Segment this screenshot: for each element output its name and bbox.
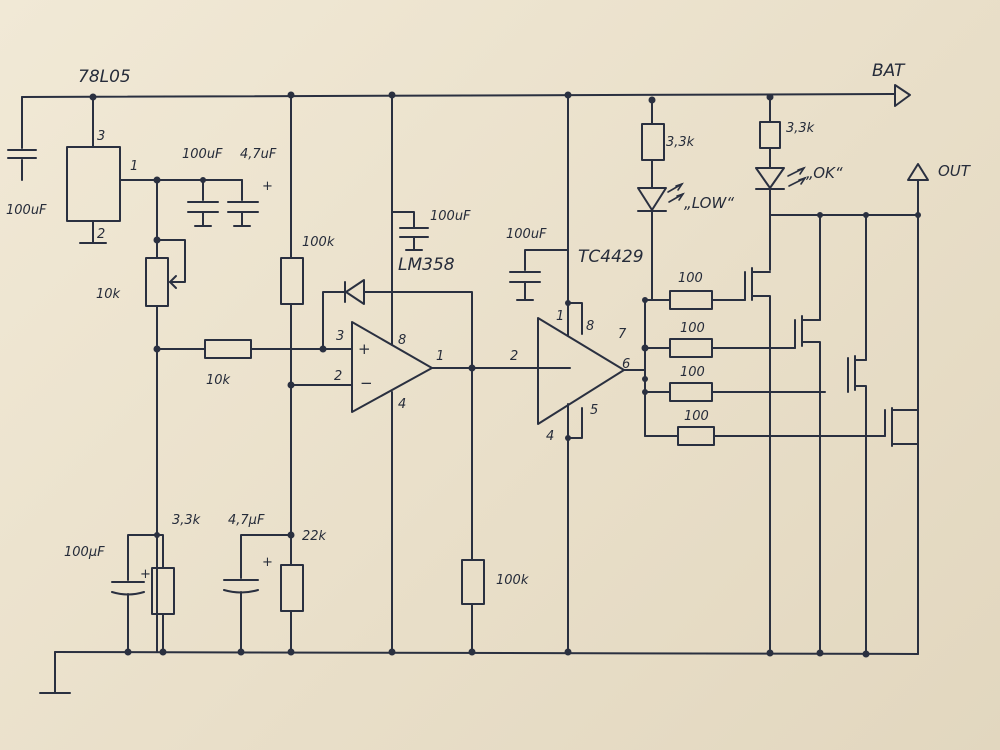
label-driver: TC4429: [578, 247, 644, 267]
junction-bus-2: [641, 344, 649, 352]
junction-opamp-in: [319, 345, 327, 353]
junction-bus-4: [642, 389, 648, 395]
value-r-pd: 100k: [496, 573, 529, 588]
bat-rail: [21, 84, 911, 107]
opamp-lm358: [322, 94, 571, 653]
value-r-g4: 100: [684, 409, 709, 424]
pin-reg-out: 1: [130, 159, 138, 174]
pin-driver-5: 5: [590, 403, 598, 418]
junction-opamp-vcc: [388, 91, 396, 99]
label-led-ok: „OK“: [806, 164, 843, 182]
gate-resistors: [669, 290, 886, 446]
pin-driver-1: 1: [556, 309, 564, 324]
junction-pot-top: [153, 236, 161, 244]
value-c-div-pol: +: [262, 555, 273, 570]
reference-resistor-cap: [111, 532, 175, 653]
junction-out-2: [863, 212, 869, 218]
junction-driver-pin1: [565, 300, 571, 306]
value-r-in: 10k: [206, 373, 231, 388]
label-regulator: 78L05: [78, 67, 131, 87]
junction-opamp-out: [468, 364, 476, 372]
pin-driver-7: 7: [618, 327, 627, 342]
value-c-driver: 100uF: [506, 227, 547, 242]
mosfet-array: [744, 163, 929, 655]
value-r-g1: 100: [678, 271, 703, 286]
junction-led-low: [648, 96, 656, 104]
pin-opamp-gnd: 4: [398, 397, 406, 412]
regulator-capacitors: [187, 177, 259, 227]
value-r-g3: 100: [680, 365, 705, 380]
junction-bus-3: [642, 376, 648, 382]
opamp-minus-sign: −: [360, 374, 373, 392]
input-capacitor: [7, 96, 37, 181]
value-c-in: 100uF: [6, 203, 47, 218]
pin-opamp-noninv: 3: [336, 329, 344, 344]
pin-reg-in: 3: [97, 129, 105, 144]
gate-bus: [644, 299, 679, 437]
ground-rail: [39, 651, 919, 694]
junction-out-3: [915, 212, 921, 218]
pin-opamp-inv: 2: [334, 369, 342, 384]
value-pot: 10k: [96, 287, 121, 302]
value-c-reg2-pol: +: [262, 179, 273, 194]
junction-div-mid: [287, 381, 295, 389]
junction-driver-vdd: [564, 91, 572, 99]
junction-bus-1: [642, 297, 648, 303]
value-c-div: 4,7µF: [228, 513, 265, 528]
driver-tc4429: [509, 94, 646, 653]
value-c-reg2: 4,7uF: [240, 147, 277, 162]
value-r-ref: 3,3k: [172, 513, 201, 528]
opamp-plus-sign: +: [358, 340, 371, 358]
value-r-ok: 3,3k: [786, 121, 815, 136]
junction-out-1: [817, 212, 823, 218]
pin-driver-4: 4: [546, 429, 554, 444]
value-c-ref-pol: +: [140, 567, 151, 582]
junction-div-low: [287, 531, 295, 539]
led-ok-branch: [755, 96, 807, 216]
pin-driver-8: 8: [586, 319, 594, 334]
label-bat: BAT: [872, 61, 906, 81]
junction-div-top: [287, 91, 295, 99]
value-r-g2: 100: [680, 321, 705, 336]
value-r-div-bot: 22k: [302, 529, 327, 544]
value-c-ref: 100µF: [64, 545, 105, 560]
regulator-78l05: [66, 96, 243, 244]
input-resistor: [156, 339, 353, 359]
junction-driver-pin4: [565, 435, 571, 441]
pin-opamp-vcc: 8: [398, 333, 406, 348]
junction-led-ok: [766, 93, 774, 101]
pin-opamp-out: 1: [436, 349, 444, 364]
value-r-low: 3,3k: [666, 135, 695, 150]
value-c-reg1: 100uF: [182, 147, 223, 162]
label-opamp: LM358: [398, 255, 455, 275]
label-led-low: „LOW“: [684, 194, 734, 212]
pin-driver-in: 2: [510, 349, 518, 364]
junction-reg-in: [89, 93, 97, 101]
reference-branch: [145, 179, 186, 653]
value-c-opamp: 100uF: [430, 209, 471, 224]
pin-driver-6: 6: [622, 357, 630, 372]
pin-reg-gnd: 2: [97, 227, 105, 242]
led-low-branch: [637, 99, 685, 301]
value-r-div-top: 100k: [302, 235, 335, 250]
label-out: OUT: [938, 162, 972, 180]
divider-branch: [223, 94, 353, 653]
ground-junctions: [124, 648, 870, 658]
